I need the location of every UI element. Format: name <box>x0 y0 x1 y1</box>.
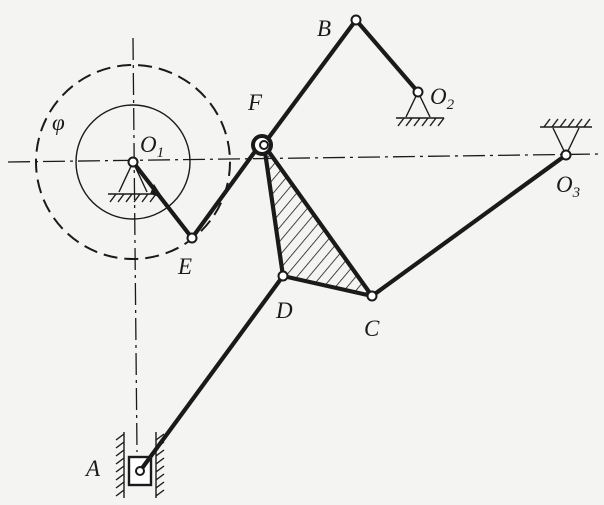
label-a: A <box>84 456 101 481</box>
label-c: C <box>364 316 380 341</box>
ground-support-o1 <box>108 160 158 203</box>
joint-o1 <box>127 156 139 168</box>
label-o3: O3 <box>556 172 580 201</box>
label-f: F <box>247 90 263 115</box>
joint-e <box>186 232 198 244</box>
label-e: E <box>177 254 192 279</box>
joint-o2 <box>412 86 424 98</box>
link-f-b <box>261 17 359 147</box>
joint-f <box>259 140 269 150</box>
joint-d <box>277 270 289 282</box>
label-b: B <box>317 16 331 41</box>
horizontal-axis <box>7 153 601 163</box>
label-phi: φ <box>52 110 65 135</box>
link-o1-e <box>130 159 195 241</box>
label-o2: O2 <box>430 84 455 113</box>
joint-c <box>366 290 378 302</box>
link-e-f <box>189 143 262 241</box>
crank-path-circle <box>35 64 231 260</box>
angle-reference-circle <box>75 104 191 220</box>
link-a-d <box>137 273 286 474</box>
joint-o3 <box>560 149 572 161</box>
label-o1: O1 <box>140 132 164 161</box>
link-b-o2 <box>353 17 421 95</box>
joint-a <box>135 466 145 476</box>
joint-b <box>350 14 362 26</box>
slider-guide <box>115 432 165 498</box>
label-d: D <box>275 298 293 323</box>
triangular-link-fdc <box>261 142 375 299</box>
link-c-o3 <box>369 152 569 299</box>
